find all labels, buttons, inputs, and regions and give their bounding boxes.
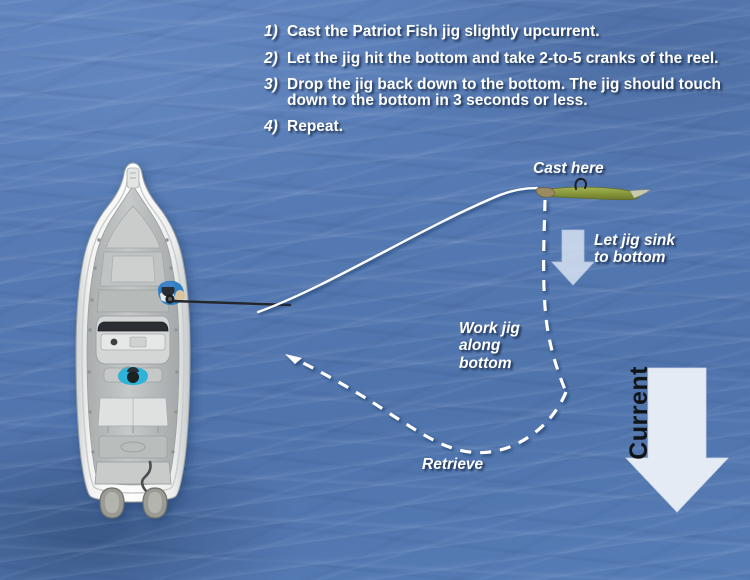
boat-windshield	[97, 321, 169, 332]
instruction-step: 4) Repeat.	[264, 119, 744, 135]
step-text: Cast the Patriot Fish jig slightly upcur…	[287, 23, 600, 40]
current-arrow	[625, 367, 729, 513]
jig-tail	[629, 189, 651, 199]
step-text: Drop the jig back down to the bottom. Th…	[287, 76, 721, 109]
boat	[75, 162, 191, 519]
boat-helm-electronics	[129, 336, 147, 348]
instruction-step: 2) Let the jig hit the bottom and take 2…	[264, 49, 744, 67]
label-current: Current	[625, 366, 653, 460]
step-number: 2)	[264, 49, 278, 67]
step-text: Repeat.	[287, 118, 343, 135]
boat-stern-hatch-handle	[120, 441, 146, 453]
step-number: 4)	[264, 118, 278, 135]
label-work-jig-along-bottom: Work jig along bottom	[459, 320, 520, 372]
boat-outboard-port	[99, 487, 125, 519]
boat-gunwale	[81, 172, 185, 494]
jig-hook	[574, 177, 587, 190]
rod-blank	[170, 299, 292, 307]
label-cast-here: Cast here	[533, 160, 604, 177]
step-number: 3)	[264, 76, 278, 93]
label-let-jig-sink: Let jig sink to bottom	[594, 232, 675, 267]
boat-passenger	[118, 367, 148, 385]
sink-path-dashed	[542, 199, 568, 393]
instruction-step: 3) Drop the jig back down to the bottom.…	[264, 77, 744, 108]
cast-line-arc	[256, 186, 539, 314]
instructions-list: 1) Cast the Patriot Fish jig slightly up…	[264, 24, 744, 146]
fishing-rod	[165, 294, 292, 307]
boat-bow-cushion-center	[110, 255, 156, 283]
boat-forward-step	[96, 289, 170, 313]
boat-stern-hatch	[98, 435, 168, 459]
boat-bow-seating	[105, 205, 161, 249]
boat-helm-gauge	[110, 338, 118, 346]
boat-rigging-hose	[140, 460, 152, 494]
work-retrieve-path-dashed	[296, 358, 568, 455]
boat-bench-legs	[107, 426, 159, 433]
jig-lure	[535, 177, 651, 201]
boat-transom	[94, 461, 172, 485]
instruction-step: 1) Cast the Patriot Fish jig slightly up…	[264, 24, 744, 40]
step-number: 1)	[264, 23, 278, 40]
sink-arrow	[551, 229, 595, 286]
boat-outboard-starboard	[142, 487, 168, 519]
label-retrieve: Retrieve	[422, 456, 484, 473]
jig-head	[535, 187, 555, 198]
boat-angler	[158, 280, 185, 305]
step-text: Let the jig hit the bottom and take 2-to…	[287, 49, 719, 67]
retrieve-arrowhead	[285, 354, 302, 364]
